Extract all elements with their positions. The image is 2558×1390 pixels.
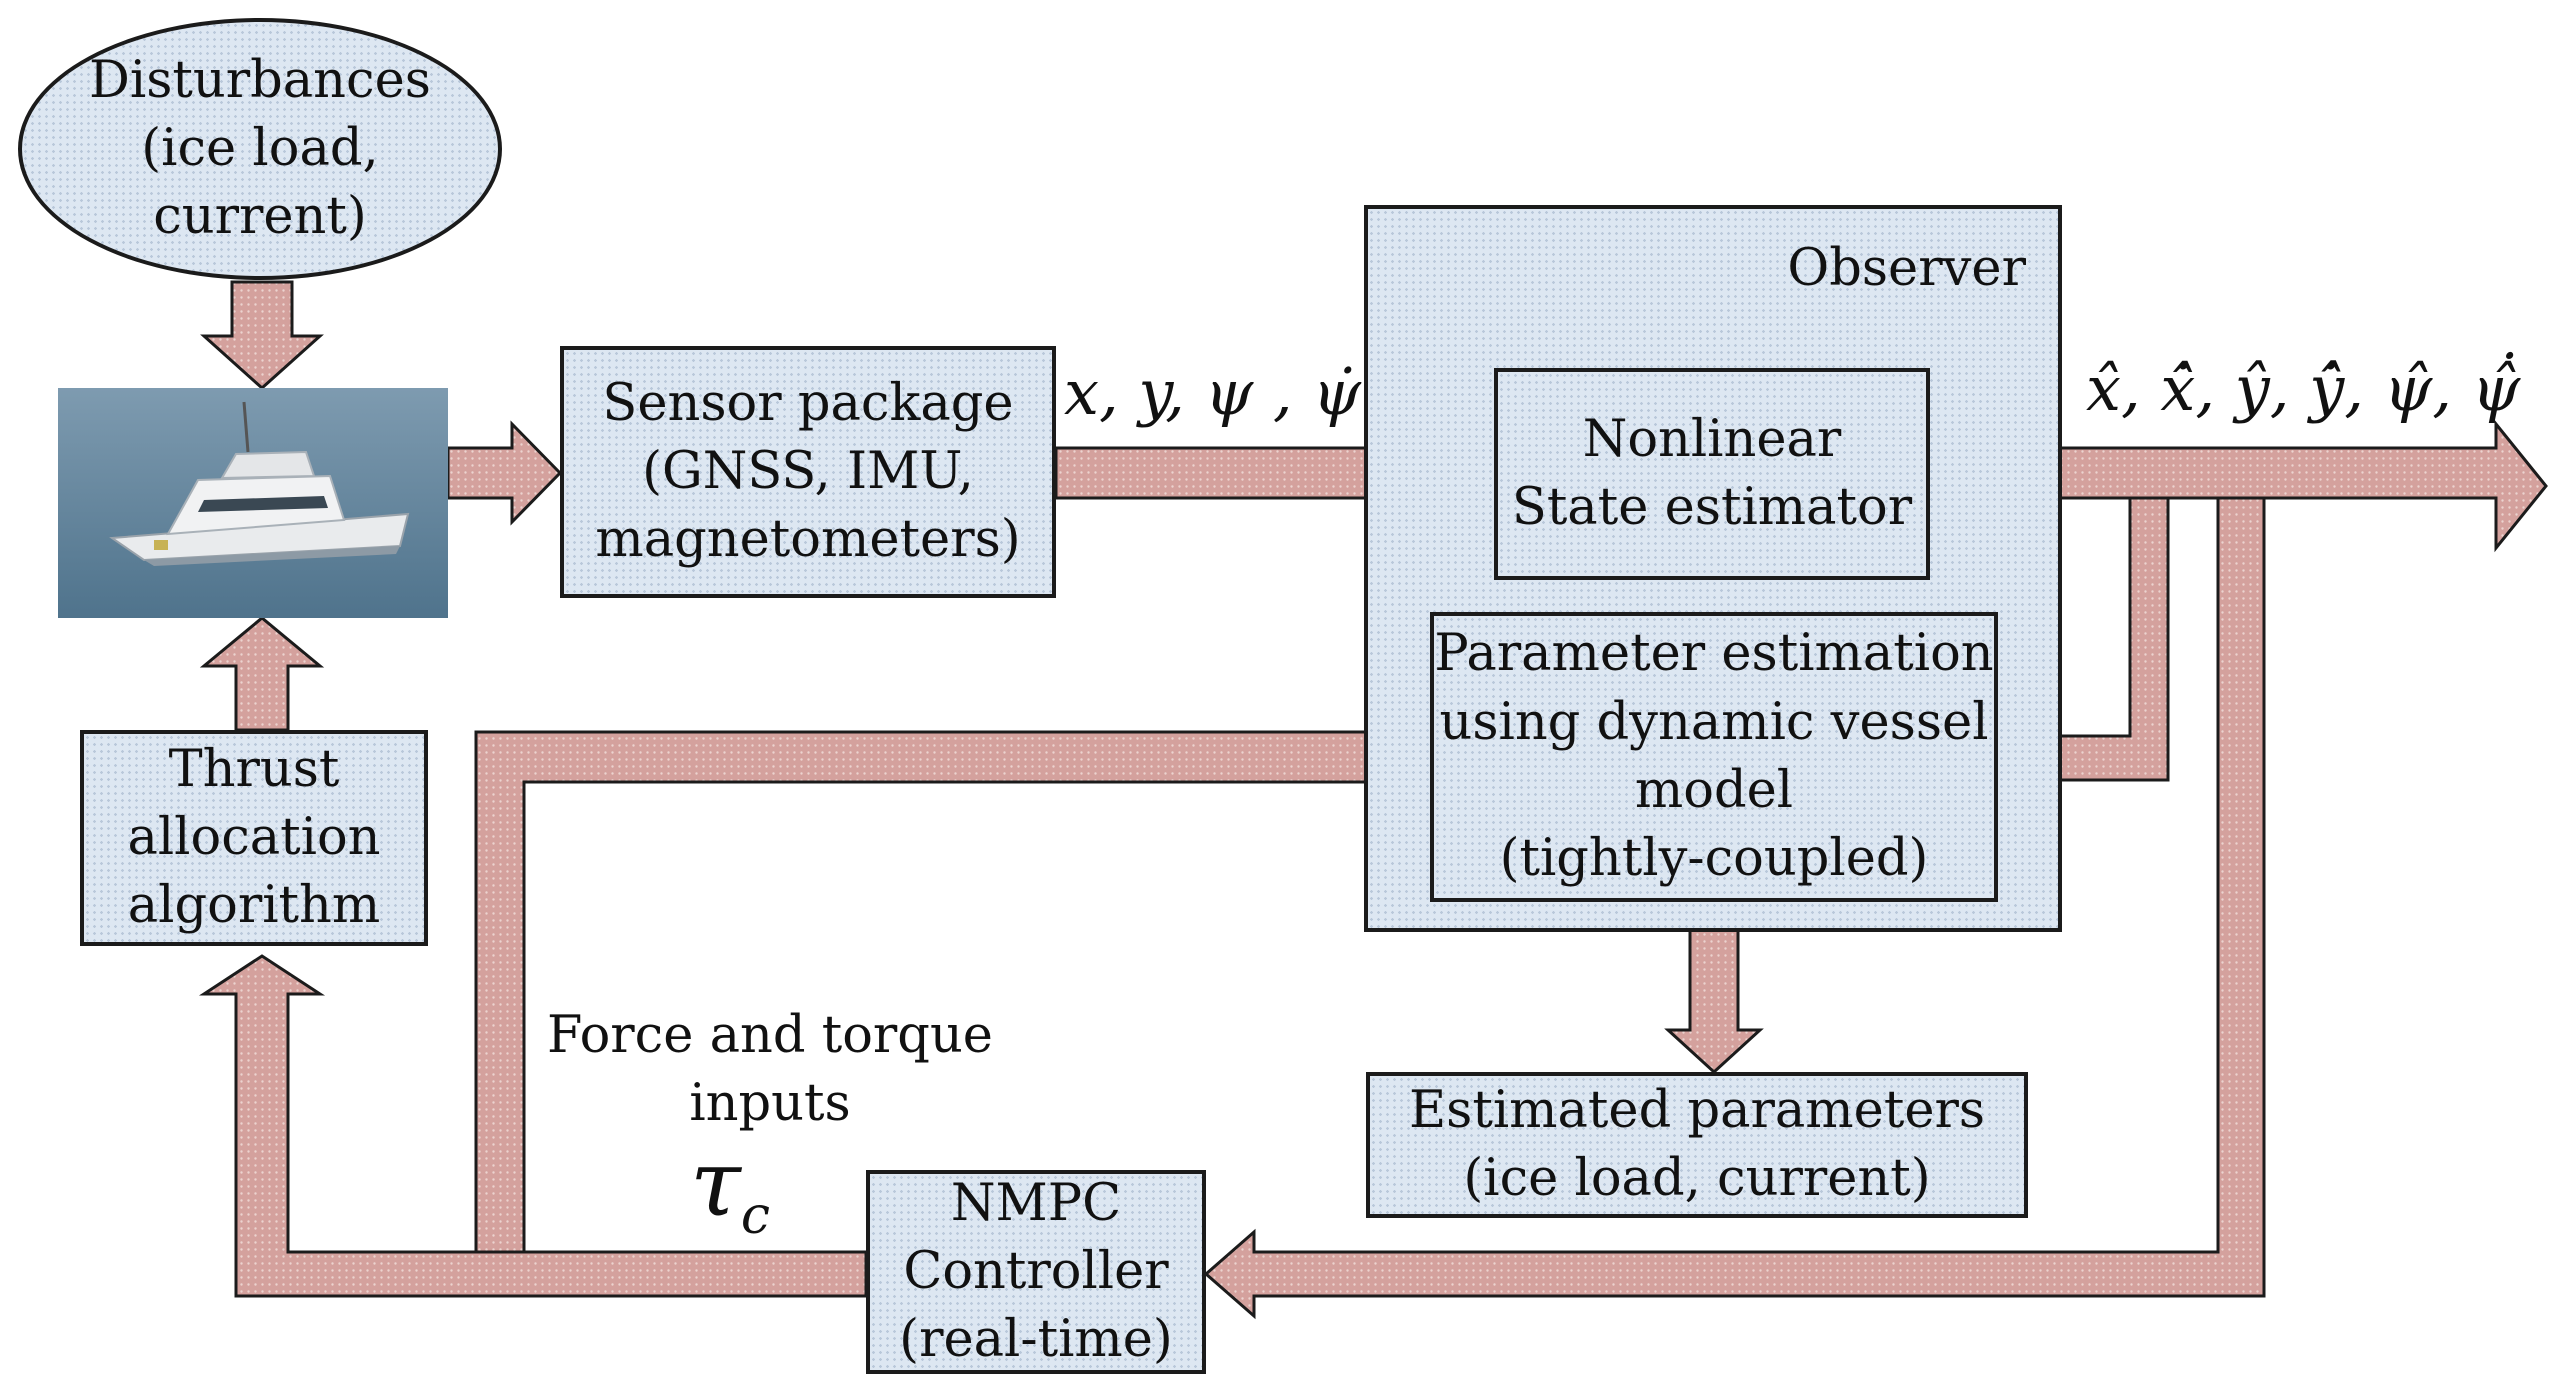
force-torque-line-1: Force and torque [546,1006,993,1065]
tau-c-symbol: τc [690,1130,770,1246]
parameter-estimation-line-4: (tightly-coupled) [1499,829,1929,889]
state-estimator-block: Nonlinear State estimator [1494,368,1930,580]
force-torque-line-2: inputs [689,1074,851,1134]
state-estimator-line-1: Nonlinear [1582,409,1842,469]
vessel-bridge [220,450,316,480]
disturbances-line-3: current) [153,187,367,247]
parameter-estimation-line-3: model [1634,761,1794,820]
estimated-parameters-block: Estimated parameters (ice load, current) [1366,1072,2028,1218]
vessel-image [58,388,448,618]
sensor-package-block: Sensor package (GNSS, IMU, magnetometers… [560,346,1056,598]
arrow-thrust-to-vessel [199,616,325,732]
sensor-line-3: magnetometers) [595,510,1021,570]
nmpc-line-2: Controller [903,1241,1169,1301]
tau-symbol: τ [690,1130,741,1237]
disturbances-line-2: (ice load, [141,118,379,178]
parameter-estimation-block: Parameter estimation using dynamic vesse… [1430,612,1998,902]
estimated-parameters-line-1: Estimated parameters [1408,1080,1986,1140]
vessel-illustration [58,388,448,618]
estimates-label: x̂, x̂̇, ŷ, ŷ̇, ψ̂, ψ̂̇ [2086,352,2521,425]
disturbances-node: Disturbances (ice load, current) [18,18,502,280]
observer-title: Observer [1787,239,2026,298]
parameter-estimation-line-1: Parameter estimation [1434,624,1994,684]
parameter-estimation-line-2: using dynamic vessel [1439,692,1989,752]
force-torque-label: Force and torque inputs [540,1002,1000,1139]
vessel-marking [154,540,168,550]
arrow-estimates-to-nmpc [1203,496,2266,1320]
arrow-vessel-to-sensor [446,420,563,526]
nmpc-line-1: NMPC [950,1173,1122,1233]
disturbances-line-1: Disturbances [89,50,431,110]
vessel-mast [242,401,250,453]
thrust-line-2: allocation [127,807,381,867]
thrust-line-1: Thrust [168,739,340,799]
arrow-disturbance-to-vessel [200,280,324,391]
tau-subscript: c [740,1186,771,1246]
sensor-line-1: Sensor package [602,373,1014,433]
vessel-hull-shadow [144,546,400,566]
nmpc-controller-block: NMPC Controller (real-time) [866,1170,1206,1374]
vessel-windows [198,496,328,512]
nmpc-line-3: (real-time) [899,1310,1173,1370]
thrust-line-3: algorithm [127,876,381,936]
state-estimator-line-2: State estimator [1511,478,1913,537]
thrust-allocation-block: Thrust allocation algorithm [80,730,428,946]
estimated-parameters-line-2: (ice load, current) [1463,1149,1931,1208]
measurement-label: x, y, ψ , ψ̇ [1064,356,1361,429]
sensor-line-2: (GNSS, IMU, [642,441,974,501]
arrow-nmpc-to-thrust [198,954,868,1298]
